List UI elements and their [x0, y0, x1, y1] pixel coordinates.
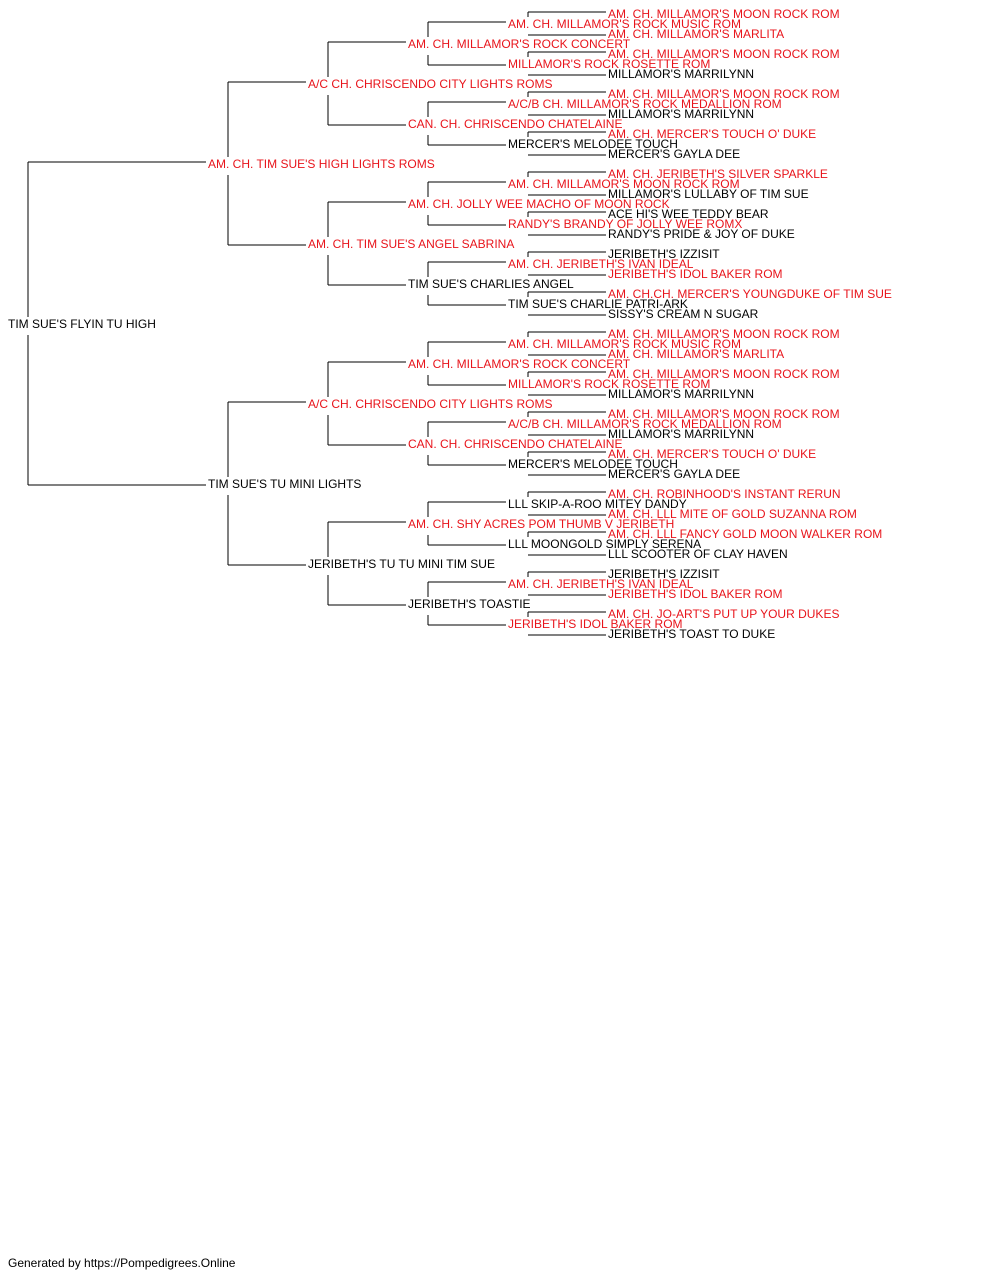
pedigree-name-root-d-s-s-s-s: AM. CH. MILLAMOR'S MOON ROCK ROM — [608, 327, 840, 341]
pedigree-name-root-s-d-d-s-d: JERIBETH'S IDOL BAKER ROM — [608, 267, 783, 281]
pedigree-name-root-s-d-d-d-d: SISSY'S CREAM N SUGAR — [608, 307, 759, 321]
pedigree-name-root-d-s-d-d: MERCER'S MELODEE TOUCH — [508, 457, 678, 471]
pedigree-name-root-s-d-d-s: AM. CH. JERIBETH'S IVAN IDEAL — [508, 257, 694, 271]
pedigree-name-root-d-d-d-s-d: JERIBETH'S IDOL BAKER ROM — [608, 587, 783, 601]
pedigree-name-root-d-d-s-s: LLL SKIP-A-ROO MITEY DANDY — [508, 497, 687, 511]
pedigree-name-root-d-s-d-d-s: AM. CH. MERCER'S TOUCH O' DUKE — [608, 447, 816, 461]
pedigree-name-root-d-d-d-s-s: JERIBETH'S IZZISIT — [608, 567, 720, 581]
pedigree-name-root-s-s-d-d-d: MERCER'S GAYLA DEE — [608, 147, 740, 161]
pedigree-name-root-s-d-d-s-s: JERIBETH'S IZZISIT — [608, 247, 720, 261]
pedigree-name-root-d-d: JERIBETH'S TU TU MINI TIM SUE — [308, 557, 495, 571]
pedigree-name-root-s-s-s-d: MILLAMOR'S ROCK ROSETTE ROM — [508, 57, 710, 71]
pedigree-name-root-s-d-s: AM. CH. JOLLY WEE MACHO OF MOON ROCK — [408, 197, 670, 211]
pedigree-name-root-s-d: AM. CH. TIM SUE'S ANGEL SABRINA — [308, 237, 514, 251]
pedigree-name-root-d-d-s-d-d: LLL SCOOTER OF CLAY HAVEN — [608, 547, 788, 561]
pedigree-name-root-d: TIM SUE'S TU MINI LIGHTS — [208, 477, 361, 491]
pedigree-name-root-d-d-s-d-s: AM. CH. LLL FANCY GOLD MOON WALKER ROM — [608, 527, 882, 541]
pedigree-name-root-d-d-s-s-d: AM. CH. LLL MITE OF GOLD SUZANNA ROM — [608, 507, 857, 521]
pedigree-name-root-d-s-d-s: A/C/B CH. MILLAMOR'S ROCK MEDALLION ROM — [508, 417, 782, 431]
pedigree-name-root-s-s-s-s: AM. CH. MILLAMOR'S ROCK MUSIC ROM — [508, 17, 741, 31]
pedigree-name-root-s-s-d-d-s: AM. CH. MERCER'S TOUCH O' DUKE — [608, 127, 816, 141]
pedigree-name-root-s-s-d-d: MERCER'S MELODEE TOUCH — [508, 137, 678, 151]
pedigree-names: TIM SUE'S FLYIN TU HIGH AM. CH. TIM SUE'S… — [8, 7, 892, 641]
pedigree-name-root-d-s-d-s-s: AM. CH. MILLAMOR'S MOON ROCK ROM — [608, 407, 840, 421]
pedigree-name-root-d-s-s-d-d: MILLAMOR'S MARRILYNN — [608, 387, 754, 401]
pedigree-name-root-s-s-s-s-s: AM. CH. MILLAMOR'S MOON ROCK ROM — [608, 7, 840, 21]
pedigree-name-root-s-d-s-d-s: ACE HI'S WEE TEDDY BEAR — [608, 207, 769, 221]
pedigree-name-root-d-d-d-d: JERIBETH'S IDOL BAKER ROM — [508, 617, 683, 631]
pedigree-name-root-s-d-s-d: RANDY'S BRANDY OF JOLLY WEE ROMX — [508, 217, 742, 231]
pedigree-name-root-d-s-s-d: MILLAMOR'S ROCK ROSETTE ROM — [508, 377, 710, 391]
pedigree-name-root-d-s: A/C CH. CHRISCENDO CITY LIGHTS ROMS — [308, 397, 552, 411]
pedigree-name-root-d-d-d-s: AM. CH. JERIBETH'S IVAN IDEAL — [508, 577, 694, 591]
pedigree-name-root-d-d-s-d: LLL MOONGOLD SIMPLY SERENA — [508, 537, 701, 551]
pedigree-name-root-s-s-s-d-d: MILLAMOR'S MARRILYNN — [608, 67, 754, 81]
pedigree-name-root-s-s-d-s-d: MILLAMOR'S MARRILYNN — [608, 107, 754, 121]
pedigree-name-root-s-d-s-s-s: AM. CH. JERIBETH'S SILVER SPARKLE — [608, 167, 828, 181]
pedigree-name-root-s-d-d: TIM SUE'S CHARLIES ANGEL — [408, 277, 574, 291]
pedigree-name-root-d-s-s-d-s: AM. CH. MILLAMOR'S MOON ROCK ROM — [608, 367, 840, 381]
pedigree-name-root-s-s-d: CAN. CH. CHRISCENDO CHATELAINE — [408, 117, 622, 131]
pedigree-name-root-d-s-s-s-d: AM. CH. MILLAMOR'S MARLITA — [608, 347, 784, 361]
pedigree-name-root-d-s-d-d-d: MERCER'S GAYLA DEE — [608, 467, 740, 481]
pedigree-name-root-s-d-s-s-d: MILLAMOR'S LULLABY OF TIM SUE — [608, 187, 809, 201]
pedigree-name-root-d-s-s: AM. CH. MILLAMOR'S ROCK CONCERT — [408, 357, 631, 371]
pedigree-connector-lines — [27, 11, 606, 636]
pedigree-name-root-s-d-s-s: AM. CH. MILLAMOR'S MOON ROCK ROM — [508, 177, 740, 191]
pedigree-name-root-d-d-d-d-d: JERIBETH'S TOAST TO DUKE — [608, 627, 775, 641]
pedigree-name-root-d-d-s-s-s: AM. CH. ROBINHOOD'S INSTANT RERUN — [608, 487, 841, 501]
pedigree-name-root-d-s-d: CAN. CH. CHRISCENDO CHATELAINE — [408, 437, 622, 451]
pedigree-name-root-s-s: A/C CH. CHRISCENDO CITY LIGHTS ROMS — [308, 77, 552, 91]
pedigree-name-root-d-d-d: JERIBETH'S TOASTIE — [408, 597, 531, 611]
pedigree-name-root-s-s-s: AM. CH. MILLAMOR'S ROCK CONCERT — [408, 37, 631, 51]
pedigree-name-root-d-d-d-d-s: AM. CH. JO-ART'S PUT UP YOUR DUKES — [608, 607, 839, 621]
pedigree-name-root-d-d-s: AM. CH. SHY ACRES POM THUMB V JERIBETH — [408, 517, 674, 531]
pedigree-name-root: TIM SUE'S FLYIN TU HIGH — [8, 317, 156, 331]
pedigree-name-root-s-s-s-s-d: AM. CH. MILLAMOR'S MARLITA — [608, 27, 784, 41]
pedigree-name-root-s-d-s-d-d: RANDY'S PRIDE & JOY OF DUKE — [608, 227, 795, 241]
pedigree-name-root-d-s-d-s-d: MILLAMOR'S MARRILYNN — [608, 427, 754, 441]
pedigree-name-root-s-s-d-s: A/C/B CH. MILLAMOR'S ROCK MEDALLION ROM — [508, 97, 782, 111]
pedigree-name-root-d-s-s-s: AM. CH. MILLAMOR'S ROCK MUSIC ROM — [508, 337, 741, 351]
pedigree-name-root-s: AM. CH. TIM SUE'S HIGH LIGHTS ROMS — [208, 157, 435, 171]
generated-by-footer: Generated by https://Pompedigrees.Online — [8, 1256, 236, 1270]
pedigree-name-root-s-s-s-d-s: AM. CH. MILLAMOR'S MOON ROCK ROM — [608, 47, 840, 61]
pedigree-name-root-s-d-d-d-s: AM. CH.CH. MERCER'S YOUNGDUKE OF TIM SUE — [608, 287, 892, 301]
pedigree-name-root-s-d-d-d: TIM SUE'S CHARLIE PATRI-ARK — [508, 297, 688, 311]
pedigree-name-root-s-s-d-s-s: AM. CH. MILLAMOR'S MOON ROCK ROM — [608, 87, 840, 101]
